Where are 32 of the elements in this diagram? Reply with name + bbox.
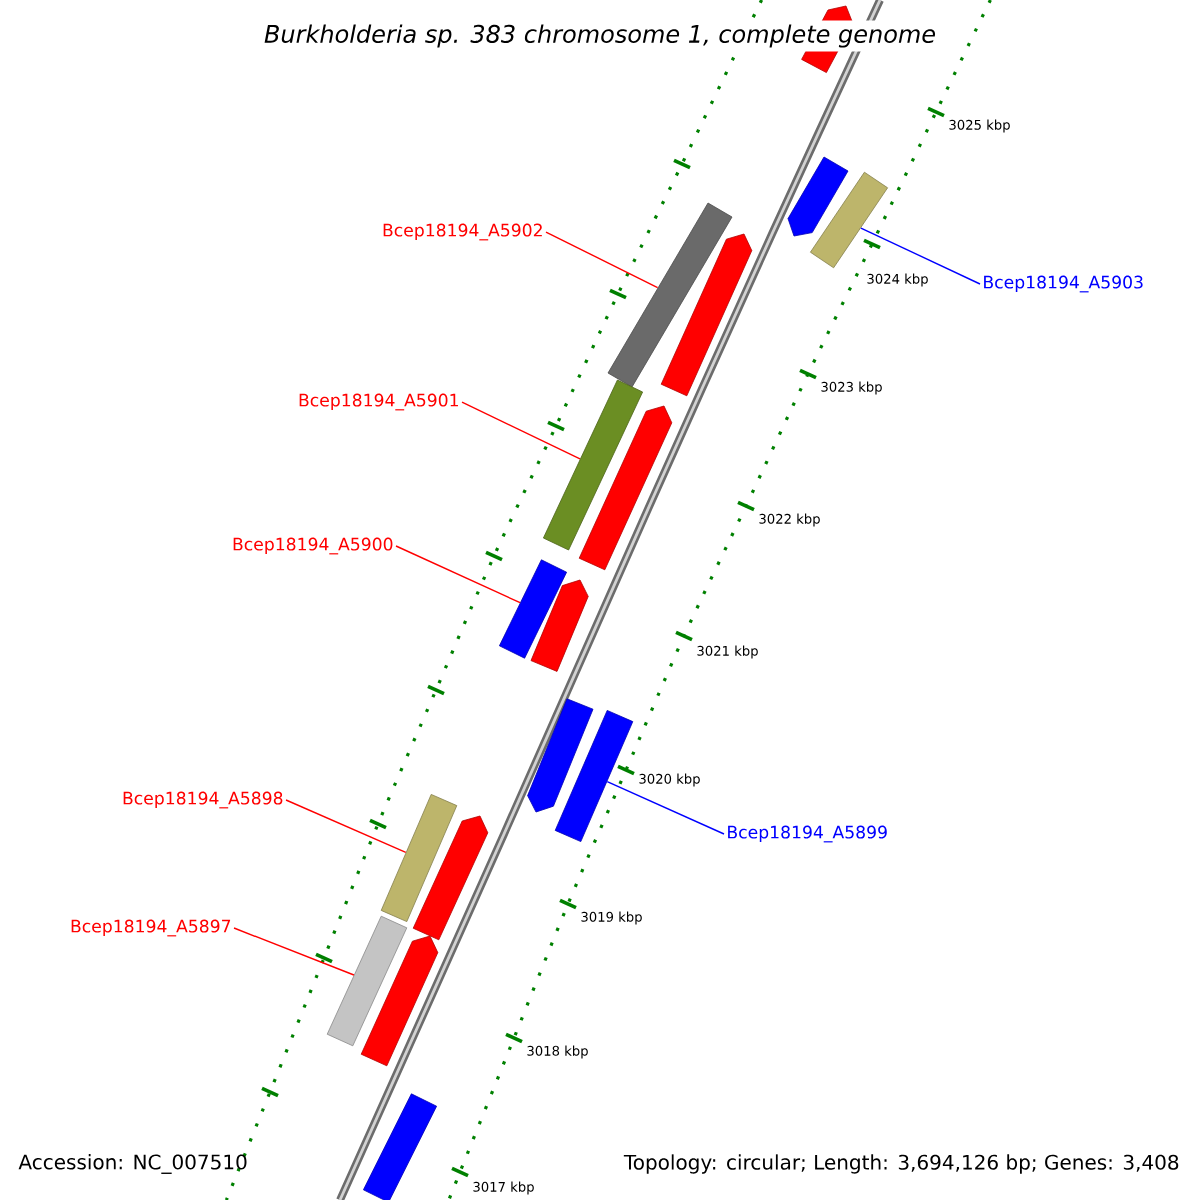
gene-label: Bcep18194_A5900: [233, 537, 393, 555]
genome-info-text: Topology: circular; Length: 3,694,126 bp; Genes: 3,408: [623, 1154, 1179, 1174]
gene-label: Bcep18194_A5898: [123, 791, 283, 809]
gene-bar: [787, 156, 849, 237]
gene-bar: [578, 405, 673, 571]
gene-bar: [607, 202, 733, 388]
gene-label: Bcep18194_A5901: [299, 393, 458, 411]
gene-bar: [360, 935, 439, 1067]
gene-bar: [412, 815, 489, 941]
gene-bar: [380, 794, 458, 922]
gene-bar: [499, 559, 567, 659]
leader-line: [285, 799, 407, 853]
gene-bar: [554, 710, 634, 842]
gene-label: Bcep18194_A5903: [984, 275, 1143, 293]
leader-line: [606, 781, 725, 835]
leader-line: [461, 401, 581, 460]
accession-text: Accession: NC_007510: [18, 1154, 247, 1174]
gene-bar: [530, 579, 589, 672]
leader-line: [860, 227, 981, 285]
gene-bar: [527, 698, 594, 813]
leader-line: [233, 927, 355, 976]
gene-label: Bcep18194_A5902: [383, 223, 542, 241]
gene-bar: [363, 1093, 437, 1200]
gene-bar: [326, 915, 408, 1047]
gene-bar: [660, 233, 753, 397]
gene-label: Bcep18194_A5899: [728, 825, 887, 843]
leader-line: [395, 545, 521, 604]
leader-line: [545, 231, 659, 289]
gene-bar: [543, 379, 643, 551]
gene-bar: [810, 171, 888, 269]
title: Burkholderia sp. 383 chromosome 1, complete genome: [259, 20, 941, 52]
gene-label: Bcep18194_A5897: [71, 919, 231, 937]
